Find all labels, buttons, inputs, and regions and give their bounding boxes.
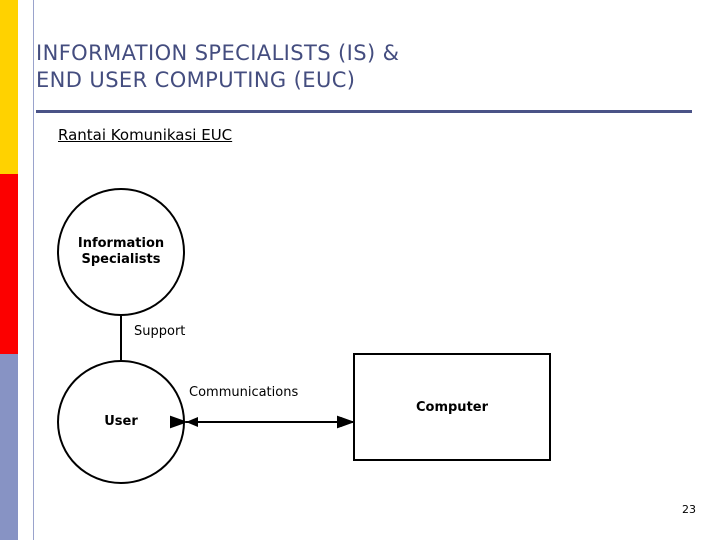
title-line-1: INFORMATION SPECIALISTS (IS) & xyxy=(36,41,400,65)
title-line-2: END USER COMPUTING (EUC) xyxy=(36,68,356,92)
edge-label-communications: Communications xyxy=(189,385,299,400)
page-number: 23 xyxy=(682,503,696,516)
node-computer-label: Computer xyxy=(415,399,489,415)
edge-label-support: Support xyxy=(134,324,186,339)
node-information-specialists: Information Specialists xyxy=(57,188,185,316)
title-divider xyxy=(36,110,692,113)
node-user: User xyxy=(57,360,185,484)
node-user-label: User xyxy=(104,414,138,429)
section-subtitle: Rantai Komunikasi EUC xyxy=(58,126,233,144)
bar-red xyxy=(0,174,18,354)
bar-yellow xyxy=(0,0,18,174)
left-color-bars xyxy=(0,0,34,540)
left-vertical-divider xyxy=(33,0,34,540)
bar-blue xyxy=(0,354,18,540)
page-title: INFORMATION SPECIALISTS (IS) & END USER … xyxy=(36,40,696,94)
node-computer: Computer xyxy=(353,353,551,461)
node-information-specialists-label: Information Specialists xyxy=(77,236,165,267)
